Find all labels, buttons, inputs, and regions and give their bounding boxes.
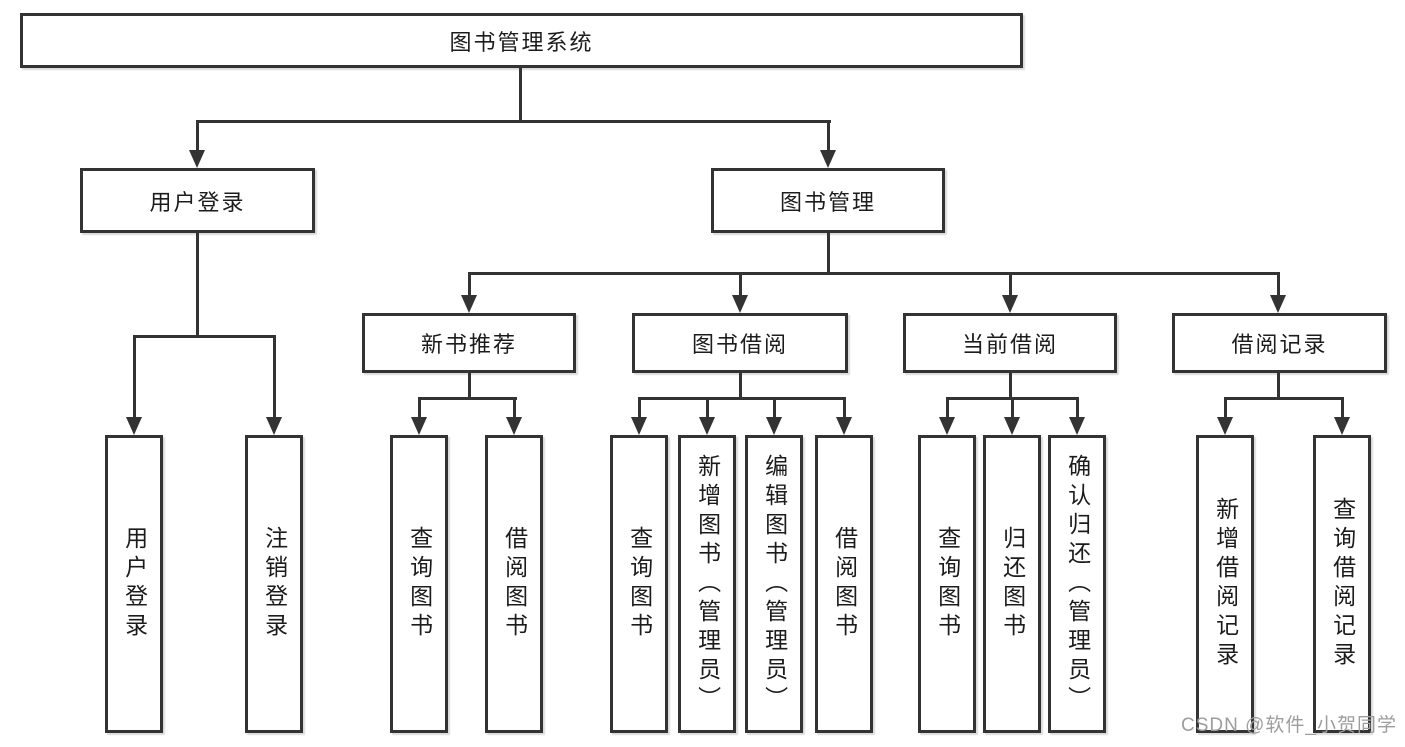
leaf-records-add-record: 新增借阅记录 — [1196, 435, 1254, 733]
leaf-borrowing-add-books-admin-label: 新增图书（管理员） — [694, 453, 721, 715]
connector-borrowing-stem — [738, 373, 742, 397]
leaf-newbooks-query-books: 查询图书 — [390, 435, 448, 733]
leaf-borrowing-borrow-books-label: 借阅图书 — [831, 526, 858, 642]
connector-borrowing-rail — [637, 397, 846, 400]
arrowhead-down-icon — [1002, 295, 1018, 313]
connector-drop — [1010, 397, 1014, 417]
leaf-user-login-label: 用户登录 — [121, 526, 148, 642]
leaf-logout-login: 注销登录 — [245, 435, 303, 733]
csdn-watermark: CSDN @软件_小贺同学 — [1181, 715, 1397, 736]
connector-current-stem — [1008, 373, 1012, 397]
connector-drop — [1223, 397, 1227, 417]
arrowhead-down-icon — [411, 417, 427, 435]
leaf-borrowing-borrow-books: 借阅图书 — [815, 435, 873, 733]
arrowhead-down-icon — [836, 417, 852, 435]
connector-drop-current-borrowing — [1008, 272, 1012, 295]
connector-userlogin-rail — [132, 335, 276, 338]
arrowhead-down-icon — [1004, 417, 1020, 435]
arrowhead-down-icon — [126, 417, 142, 435]
leaf-borrowing-query-books: 查询图书 — [610, 435, 668, 733]
leaf-newbooks-borrow-books: 借阅图书 — [485, 435, 543, 733]
leaf-records-query-record: 查询借阅记录 — [1313, 435, 1371, 733]
connector-bookmgmt-stem — [826, 233, 830, 272]
connector-records-stem — [1276, 373, 1280, 397]
node-book-borrowing: 图书借阅 — [632, 313, 848, 373]
leaf-borrowing-add-books-admin: 新增图书（管理员） — [678, 435, 736, 733]
connector-bookmgmt-rail — [467, 272, 1280, 275]
leaf-records-add-record-label: 新增借阅记录 — [1212, 497, 1239, 671]
connector-drop — [945, 397, 949, 417]
connector-drop — [842, 397, 846, 417]
leaf-borrowing-edit-books-admin-label: 编辑图书（管理员） — [761, 453, 788, 715]
node-user-login-branch: 用户登录 — [80, 168, 315, 233]
connector-drop-user-login — [195, 120, 199, 150]
leaf-current-query-books-label: 查询图书 — [934, 526, 961, 642]
connector-drop — [417, 397, 421, 417]
arrowhead-down-icon — [631, 417, 647, 435]
arrowhead-down-icon — [189, 150, 205, 168]
node-borrowing-records: 借阅记录 — [1172, 313, 1387, 373]
arrowhead-down-icon — [766, 417, 782, 435]
connector-newbooks-stem — [467, 373, 471, 397]
node-book-borrowing-label: 图书借阅 — [691, 332, 788, 357]
leaf-current-confirm-return-admin: 确认归还（管理员） — [1048, 435, 1106, 733]
node-current-borrowing: 当前借阅 — [903, 313, 1117, 373]
leaf-logout-login-label: 注销登录 — [261, 526, 288, 642]
node-new-books: 新书推荐 — [362, 313, 576, 373]
leaf-current-return-books: 归还图书 — [983, 435, 1041, 733]
connector-drop-book-management — [826, 120, 830, 150]
arrowhead-down-icon — [461, 295, 477, 313]
node-book-management-label: 图书管理 — [779, 189, 876, 215]
connector-root-stem — [518, 68, 522, 120]
connector-newbooks-rail — [417, 397, 517, 400]
leaf-borrowing-query-books-label: 查询图书 — [626, 526, 653, 642]
connector-drop-leaf-logout — [272, 335, 276, 417]
node-new-books-label: 新书推荐 — [420, 332, 517, 357]
connector-drop — [772, 397, 776, 417]
arrowhead-down-icon — [1334, 417, 1350, 435]
connector-records-rail — [1223, 397, 1344, 400]
leaf-newbooks-borrow-books-label: 借阅图书 — [501, 526, 528, 642]
connector-drop — [637, 397, 641, 417]
arrowhead-down-icon — [1270, 295, 1286, 313]
connector-userlogin-stem — [195, 233, 199, 335]
node-root: 图书管理系统 — [20, 13, 1023, 68]
arrowhead-down-icon — [820, 150, 836, 168]
leaf-current-query-books: 查询图书 — [918, 435, 976, 733]
node-book-management: 图书管理 — [711, 168, 945, 233]
arrowhead-down-icon — [699, 417, 715, 435]
leaf-current-confirm-return-admin-label: 确认归还（管理员） — [1064, 453, 1091, 715]
node-borrowing-records-label: 借阅记录 — [1231, 332, 1328, 357]
leaf-newbooks-query-books-label: 查询图书 — [406, 526, 433, 642]
leaf-current-return-books-label: 归还图书 — [999, 526, 1026, 642]
arrowhead-down-icon — [732, 295, 748, 313]
connector-drop-new-books — [467, 272, 471, 295]
connector-drop — [1340, 397, 1344, 417]
arrowhead-down-icon — [506, 417, 522, 435]
node-current-borrowing-label: 当前借阅 — [961, 332, 1058, 357]
node-root-label: 图书管理系统 — [449, 29, 594, 55]
connector-drop-borrowing-records — [1276, 272, 1280, 295]
arrowhead-down-icon — [939, 417, 955, 435]
leaf-borrowing-edit-books-admin: 编辑图书（管理员） — [745, 435, 803, 733]
connector-drop — [512, 397, 516, 417]
connector-drop — [705, 397, 709, 417]
connector-drop — [1075, 397, 1079, 417]
connector-drop-leaf-user-login — [132, 335, 136, 417]
arrowhead-down-icon — [266, 417, 282, 435]
node-user-login-label: 用户登录 — [149, 189, 246, 215]
arrowhead-down-icon — [1069, 417, 1085, 435]
connector-root-rail — [195, 120, 831, 123]
leaf-user-login: 用户登录 — [105, 435, 163, 733]
arrowhead-down-icon — [1217, 417, 1233, 435]
leaf-records-query-record-label: 查询借阅记录 — [1329, 497, 1356, 671]
connector-drop-book-borrowing — [738, 272, 742, 295]
